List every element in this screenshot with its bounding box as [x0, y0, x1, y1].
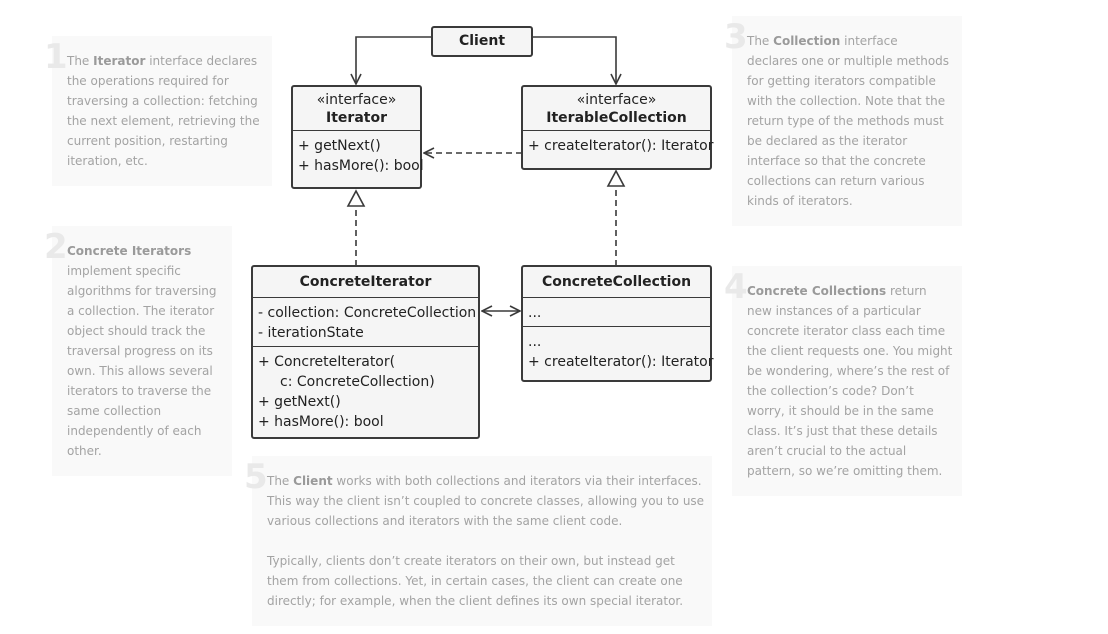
note-text-part: works with both collections and iterator… [267, 474, 705, 528]
note-text-part: interface declares one or multiple metho… [747, 34, 950, 208]
note-4: 4 Concrete Collections return new instan… [724, 266, 962, 496]
method: + getNext() [258, 394, 341, 410]
method: + createIterator(): Iterator [528, 354, 714, 370]
class-name: ConcreteCollection [523, 267, 710, 298]
association-client-collection [532, 36, 616, 84]
note-text: Concrete Collections return new instance… [747, 281, 953, 481]
class-iterator-interface: «interface» Iterator + getNext() + hasMo… [291, 85, 424, 189]
note-text-part: The [267, 474, 294, 488]
class-iterable-collection-interface: «interface» IterableCollection + createI… [521, 85, 714, 170]
note-text: The Iterator interface declares the oper… [67, 51, 263, 171]
method: + createIterator(): Iterator [528, 138, 714, 154]
note-keyword: Collection [773, 34, 841, 48]
note-text-part: The [747, 34, 774, 48]
note-5: 5 The Client works with both collections… [244, 456, 712, 626]
class-name: ConcreteIterator [253, 267, 478, 298]
method: + getNext() [298, 138, 381, 154]
class-header: «interface» IterableCollection [523, 87, 710, 131]
method: ... [528, 334, 542, 350]
note-paragraph-1: The Client works with both collections a… [267, 471, 707, 531]
class-methods: + getNext() + hasMore(): bool [293, 131, 424, 179]
note-keyword: Concrete Collections [747, 284, 887, 298]
note-number: 2 [44, 227, 68, 267]
note-1: 1 The Iterator interface declares the op… [44, 36, 272, 186]
field: ... [528, 305, 542, 321]
note-keyword: Iterator [93, 54, 146, 68]
note-text-part: implement specific algorithms for traver… [67, 264, 217, 458]
realization-triangle-collection [606, 169, 626, 187]
class-fields: - collection: ConcreteCollection - itera… [253, 298, 478, 347]
note-number: 4 [724, 267, 748, 307]
association-client-iterator [356, 36, 432, 84]
note-paragraph-2: Typically, clients don’t create iterator… [267, 554, 684, 608]
note-text-part: interface declares the operations requir… [67, 54, 260, 168]
note-3: 3 The Collection interface declares one … [724, 16, 962, 226]
class-client: Client [431, 26, 533, 57]
class-concrete-iterator: ConcreteIterator - collection: ConcreteC… [251, 265, 480, 439]
note-text: Concrete Iterators implement specific al… [67, 241, 225, 461]
note-keyword: Client [293, 474, 333, 488]
method: + ConcreteIterator( [258, 354, 396, 370]
note-number: 5 [244, 457, 268, 497]
class-name: Iterator [326, 110, 387, 126]
class-fields: ... [523, 298, 710, 327]
realization-triangle-iterator [346, 189, 366, 207]
note-text-part: The [67, 54, 94, 68]
class-name: IterableCollection [546, 110, 687, 126]
field: - collection: ConcreteCollection [258, 305, 477, 321]
note-text-part: return new instances of a particular con… [747, 284, 953, 478]
method: + hasMore(): bool [258, 414, 384, 430]
class-methods: + ConcreteIterator( c: ConcreteCollectio… [253, 347, 478, 435]
class-methods: ... + createIterator(): Iterator [523, 327, 714, 375]
note-number: 1 [44, 37, 68, 77]
note-2: 2 Concrete Iterators implement specific … [44, 226, 232, 476]
field: - iterationState [258, 325, 364, 341]
note-keyword: Concrete Iterators [67, 244, 192, 258]
class-stereotype: «interface» [316, 92, 397, 108]
note-text: The Collection interface declares one or… [747, 31, 952, 211]
class-name: Client [458, 33, 506, 49]
method-param: c: ConcreteCollection) [280, 374, 435, 390]
class-stereotype: «interface» [576, 92, 657, 108]
class-concrete-collection: ConcreteCollection ... ... + createItera… [521, 265, 714, 382]
class-methods: + createIterator(): Iterator [523, 131, 714, 159]
class-header: «interface» Iterator [293, 87, 420, 131]
method: + hasMore(): bool [298, 158, 424, 174]
note-number: 3 [724, 17, 748, 57]
note-text: The Client works with both collections a… [267, 471, 707, 611]
